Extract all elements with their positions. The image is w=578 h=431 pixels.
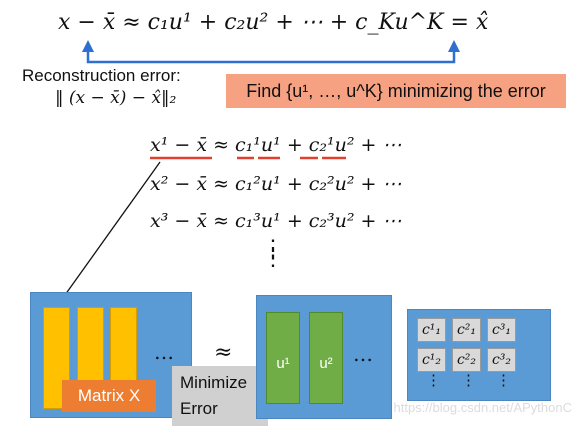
coef-vdots-2: ⋮ [461,373,476,388]
matrix-x-label: Matrix X [62,380,156,412]
watermark: https://blog.csdn.net/APythonC [393,400,573,415]
coef-vdots-1: ⋮ [426,373,441,388]
objective-text: Find {u¹, …, u^K} minimizing the error [246,80,546,101]
components-ellipsis: … [353,342,373,366]
component-u2: u² [309,312,343,404]
reconstruction-error-label: Reconstruction error: [22,66,181,85]
component-u2-label: u² [319,355,333,372]
equation-row-3: x³ − x̄ ≈ c₁³u¹ + c₂³u² + ⋯ [150,210,402,232]
coef-cell-c31: c³₁ [487,318,516,342]
minimize-line-1: Minimize [180,373,248,392]
arrow-head-right [448,40,460,52]
coef-cell-c21: c²₁ [452,318,481,342]
coef-vdots-1-glyph: ⋮ [426,371,441,389]
reconstruction-error-formula: ‖ (x − x̄) − x̂‖₂ [55,88,177,108]
component-u1-label: u¹ [276,355,290,372]
minimize-line-2: Error [180,399,218,418]
coef-cell-c12: c¹₂ [417,348,446,372]
pointer-arrow [59,161,161,303]
equation-row-1: x¹ − x̄ ≈ c₁¹u¹ + c₂¹u² + ⋯ [150,134,402,156]
link-arrows [82,40,460,64]
coef-vdots-3: ⋮ [496,373,511,388]
approx-symbol: ≈ [214,340,233,365]
objective-box: Find {u¹, …, u^K} minimizing the error [226,74,566,108]
arrow-head-left [82,40,94,52]
coef-vdots-3-glyph: ⋮ [496,371,511,389]
coef-cell-c32: c³₂ [487,348,516,372]
minimize-error-box: Minimize Error [172,366,268,426]
top-equation: x − x̄ ≈ c₁u¹ + c₂u² + ⋯ + c_Ku^K = x̂ [58,10,489,35]
equation-row-2: x² − x̄ ≈ c₁²u¹ + c₂²u² + ⋯ [150,173,402,195]
coef-cell-c22: c²₂ [452,348,481,372]
component-u1: u¹ [266,312,300,404]
coef-cell-c11: c¹₁ [417,318,446,342]
matrix-ellipsis: … [154,340,174,364]
coef-vdots-2-glyph: ⋮ [461,371,476,389]
arrow-bracket [86,52,456,64]
